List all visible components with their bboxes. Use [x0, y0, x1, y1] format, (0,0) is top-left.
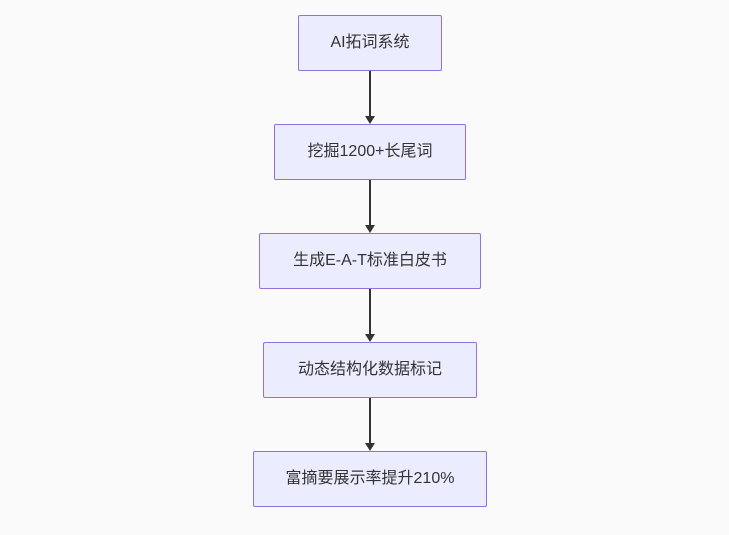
flow-node-D: 动态结构化数据标记: [263, 342, 477, 398]
flow-edge-C-D: [365, 289, 375, 342]
flow-node-label: 动态结构化数据标记: [297, 361, 442, 378]
flow-node-C: 生成E-A-T标准白皮书: [259, 233, 481, 289]
flow-node-E: 富摘要展示率提升210%: [253, 451, 487, 507]
arrowhead-down-icon: [365, 334, 375, 342]
arrowhead-down-icon: [365, 116, 375, 124]
edge-line: [369, 71, 371, 116]
flow-edge-A-B: [365, 71, 375, 124]
flowchart-column: AI拓词系统挖掘1200+长尾词生成E-A-T标准白皮书动态结构化数据标记富摘要…: [253, 15, 487, 507]
flow-node-B: 挖掘1200+长尾词: [274, 124, 466, 180]
flow-node-label: AI拓词系统: [330, 34, 410, 51]
edge-line: [369, 289, 371, 334]
flow-edge-D-E: [365, 398, 375, 451]
flow-edge-B-C: [365, 180, 375, 233]
edge-line: [369, 180, 371, 225]
arrowhead-down-icon: [365, 443, 375, 451]
arrowhead-down-icon: [365, 225, 375, 233]
flow-node-A: AI拓词系统: [298, 15, 442, 71]
flow-node-label: 富摘要展示率提升210%: [285, 470, 455, 487]
flow-node-label: 生成E-A-T标准白皮书: [293, 252, 447, 269]
flow-node-label: 挖掘1200+长尾词: [307, 143, 433, 160]
edge-line: [369, 398, 371, 443]
